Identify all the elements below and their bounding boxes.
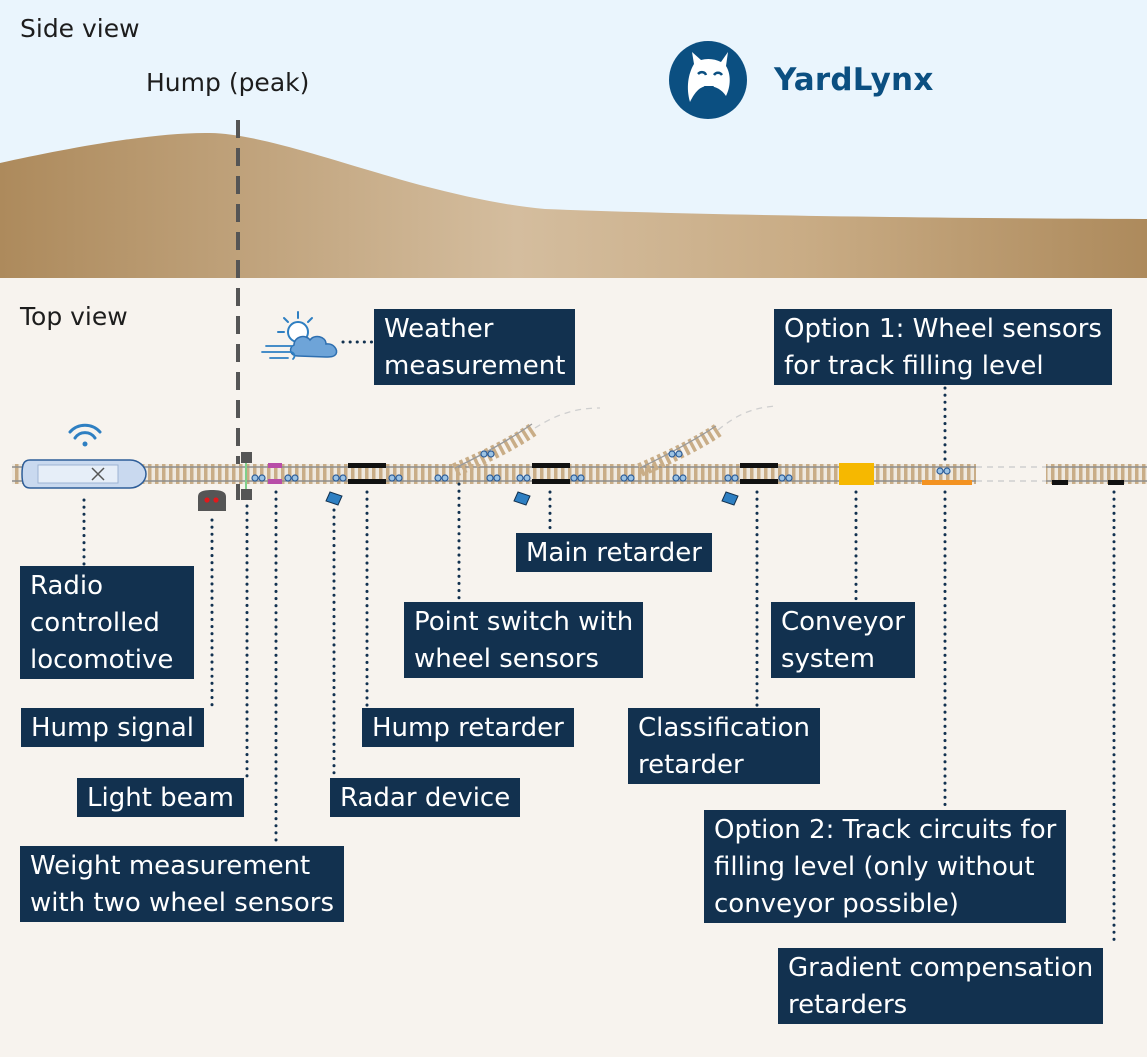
classification-retarder-icon [740,463,778,484]
option2-label: Option 2: Track circuits for filling lev… [704,810,1067,923]
radio-loco-line1: Radio [30,571,104,601]
gradient-line1: Gradient compensation [788,953,1094,983]
weight-line1: Weight measurement [30,851,311,881]
side-view-panel [0,0,1147,278]
branch-track-2 [637,405,776,477]
conveyor-line1: Conveyor [781,607,905,637]
hump-peak-label: Hump (peak) [146,68,310,97]
light-beam-label: Light beam [77,778,244,817]
point-switch-line1: Point switch with [414,607,634,637]
lynx-logo-icon [669,41,747,119]
option1-label: Option 1: Wheel sensors for track fillin… [774,309,1112,385]
conveyor-label: Conveyor system [771,602,915,678]
option2-line1: Option 2: Track circuits for [714,815,1057,845]
radar-label: Radar device [330,778,521,817]
option2-line2: filling level (only without [714,852,1035,882]
weight-label: Weight measurement with two wheel sensor… [20,846,344,922]
hump-signal-icon [198,490,226,511]
wifi-icon [68,423,102,447]
conveyor-line2: system [781,644,875,674]
point-switch-line2: wheel sensors [414,644,599,674]
brand-name: YardLynx [774,62,934,98]
radio-loco-line3: locomotive [30,645,174,675]
wheel-sensor-icon [251,450,951,482]
gradient-line2: retarders [788,990,908,1020]
hump-retarder-icon [348,463,386,484]
light-beam-icon [241,452,252,500]
weight-measurement-icon [268,463,282,484]
top-view-heading: Top view [20,302,128,331]
hump-retarder-label: Hump retarder [362,708,574,747]
hump-profile [0,132,1147,278]
branch-track-1 [452,407,601,477]
weather-label-line2: measurement [384,351,566,381]
weight-line2: with two wheel sensors [30,888,334,918]
point-switch-label: Point switch with wheel sensors [404,602,644,678]
option1-label-line2: for track filling level [784,351,1044,381]
main-retarder-label: Main retarder [516,533,712,572]
classification-line1: Classification [638,713,811,743]
weather-label: Weather measurement [374,309,576,385]
classification-retarder-label: Classification retarder [628,708,821,784]
weather-label-line1: Weather [384,314,494,344]
hump-signal-label: Hump signal [21,708,205,747]
gradient-retarder-icon [1052,480,1124,485]
radio-loco-line2: controlled [30,608,160,638]
main-retarder-icon [532,463,570,484]
option1-label-line1: Option 1: Wheel sensors [784,314,1102,344]
track-circuit-icon [922,480,972,485]
weather-icon [261,311,338,360]
option2-line3: conveyor possible) [714,889,959,919]
radio-loco-label: Radio controlled locomotive [20,566,194,679]
conveyor-icon [839,463,874,485]
radar-icon [325,491,739,506]
classification-line2: retarder [638,750,744,780]
side-view-heading: Side view [20,14,140,43]
locomotive-icon [21,459,147,489]
gradient-label: Gradient compensation retarders [778,948,1104,1024]
